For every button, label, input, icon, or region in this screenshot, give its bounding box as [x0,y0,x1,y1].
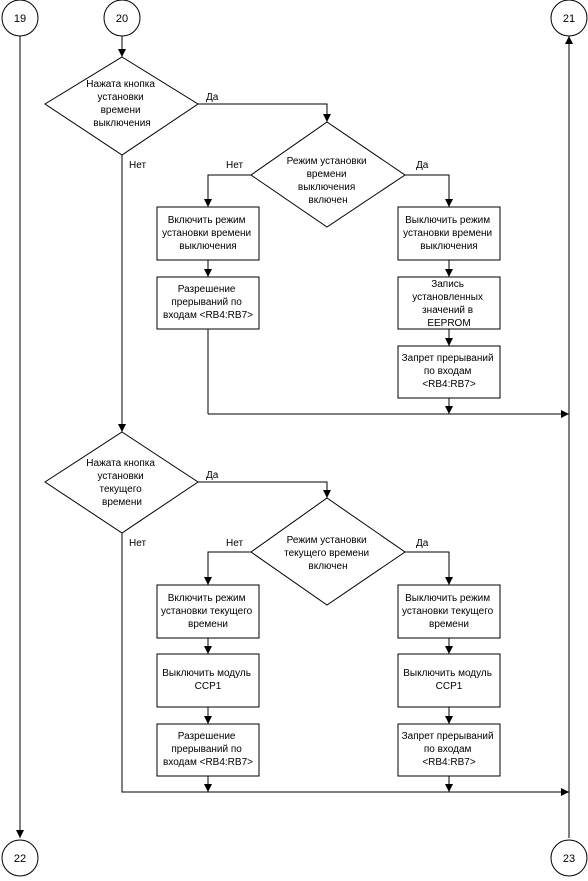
process-disable-time-off-mode: Выключить режим установки времени выключ… [397,206,501,261]
process-disable-ccp1-right: Выключить модуль CCP1 [397,653,501,708]
process-text: Запрет прерываний по входам <RB4:RB7> [402,731,497,768]
connector-21: 21 [550,0,588,37]
connector-label: 23 [563,853,575,865]
process-text: Включить режим установки времени выключе… [162,215,254,252]
decision-current-time-mode: Режим установки текущего времени включен [250,497,406,606]
decision-text: Нажата кнопка установки текущего времени [86,458,157,508]
flow-line [405,551,450,585]
process-disable-interrupts-2: Запрет прерываний по входам <RB4:RB7> [397,723,501,777]
process-text: Выключить модуль CCP1 [162,668,253,692]
yes-label: Да [206,470,219,481]
arrow-head [445,199,453,207]
arrow-head [445,338,453,346]
flow-line [198,103,328,122]
arrow-head [445,406,453,414]
arrow-head [204,716,212,724]
decision-text: Режим установки текущего времени включен [284,535,372,572]
decision-text: Нажата кнопка установки времени выключен… [86,79,157,129]
arrow-head [445,577,453,585]
process-enable-interrupts-2: Разрешение прерываний по входам <RB4:RB7… [156,723,260,777]
flow-line [207,174,251,207]
process-text: Разрешение прерываний по входам <RB4:RB7… [163,284,253,321]
arrow-head [565,36,573,44]
arrow-head [445,646,453,654]
connector-20: 20 [103,0,141,37]
process-enable-interrupts-1: Разрешение прерываний по входам <RB4:RB7… [156,276,260,330]
arrow-head [204,269,212,277]
process-text: Запрет прерываний по входам <RB4:RB7> [402,353,497,390]
flow-line [207,551,251,585]
arrow-head [118,424,126,432]
flow-line [198,481,328,498]
connector-label: 19 [14,13,26,25]
process-text: Выключить режим установки времени выключ… [403,215,495,252]
process-text: Выключить модуль CCP1 [403,668,494,692]
arrow-head [204,784,212,792]
process-text: Запись установленных значений в EEPROM [412,279,486,329]
process-enable-current-time-mode: Включить режим установки текущего времен… [156,584,260,639]
decision-text: Режим установки времени выключения включ… [287,156,370,206]
arrow-head [445,784,453,792]
no-label: Нет [226,160,243,171]
no-label: Нет [129,160,146,171]
arrow-head [445,716,453,724]
yes-label: Да [206,92,219,103]
yes-label: Да [416,538,429,549]
process-write-eeprom: Запись установленных значений в EEPROM [397,276,501,330]
connector-22: 22 [1,839,39,877]
no-label: Нет [226,538,243,549]
process-text: Разрешение прерываний по входам <RB4:RB7… [163,731,253,768]
decision-time-off-mode: Режим установки времени выключения включ… [250,121,406,228]
decision-current-time-button: Нажата кнопка установки текущего времени [44,431,199,534]
connector-label: 20 [116,13,128,25]
process-enable-time-off-mode: Включить режим установки времени выключе… [156,206,260,261]
connector-label: 22 [14,853,26,865]
arrow-head [561,788,569,796]
no-label: Нет [129,538,146,549]
arrow-head [323,114,331,122]
arrow-head [204,577,212,585]
connector-19: 19 [1,0,39,37]
arrow-head [204,646,212,654]
flow-line [121,533,208,793]
arrow-head [118,49,126,57]
arrow-head [16,830,24,838]
connector-23: 23 [550,839,588,877]
flow-line [405,174,450,207]
arrow-head [561,410,569,418]
arrow-head [323,490,331,498]
process-disable-ccp1-left: Выключить модуль CCP1 [156,653,260,708]
process-disable-current-time-mode: Выключить режим установки текущего време… [397,584,501,639]
yes-label: Да [416,160,429,171]
arrow-head [204,199,212,207]
connector-label: 21 [563,13,575,25]
process-text: Включить режим установки текущего времен… [161,593,255,630]
process-disable-interrupts-1: Запрет прерываний по входам <RB4:RB7> [397,345,501,399]
decision-time-off-button: Нажата кнопка установки времени выключен… [44,56,199,156]
arrow-head [445,269,453,277]
process-text: Выключить режим установки текущего време… [402,593,496,630]
